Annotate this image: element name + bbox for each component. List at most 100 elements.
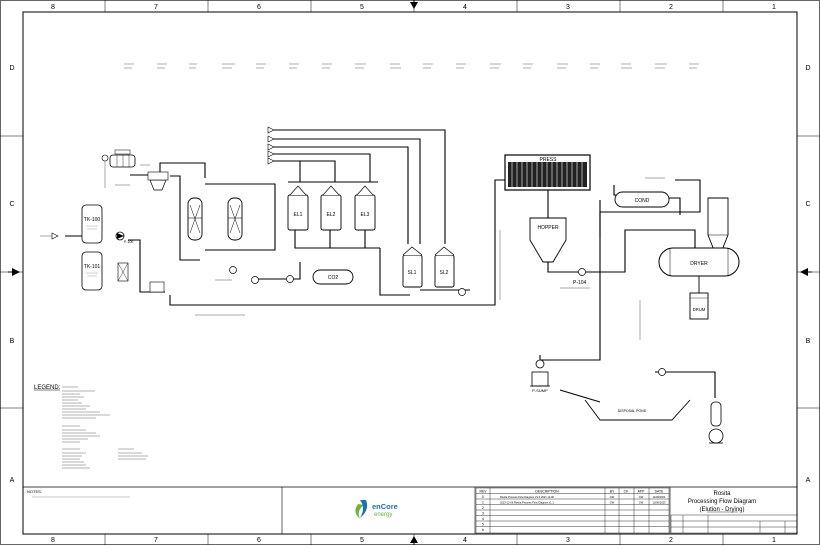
zone-label: 2	[669, 537, 673, 544]
tk-101-tank: TK-101	[81, 251, 103, 291]
cond-label: COND	[635, 198, 650, 204]
zone-label: 8	[51, 4, 55, 11]
el1-label: EL1	[294, 212, 303, 218]
vacuum-pump	[708, 401, 724, 444]
condenser: COND	[614, 191, 670, 208]
zone-label: D	[9, 65, 14, 72]
right-zone-labels: D C B A	[805, 65, 810, 484]
zone-label: 2	[669, 4, 673, 11]
zone-label: 8	[51, 537, 55, 544]
p-sump-label: P-SUMP	[532, 388, 548, 393]
revision-table	[475, 487, 670, 534]
hopper: HOPPER	[529, 217, 567, 263]
el3-column: EL3	[354, 185, 376, 231]
dryer: DRYER	[658, 247, 740, 293]
co2-label: CO2	[328, 275, 339, 281]
rev-number: 0	[482, 495, 484, 499]
rev-header-cell: CK	[624, 490, 629, 494]
rev-header-cell: APP	[638, 490, 646, 494]
rev-number: 4	[482, 517, 484, 521]
rev-by: GW	[610, 501, 615, 505]
rev-date: 11/06/2021	[653, 495, 666, 499]
p-sump: P-SUMP	[530, 359, 550, 393]
boiler-unit	[101, 149, 136, 168]
rev-app: GW	[639, 501, 644, 505]
tk-100-label: TK-100	[84, 217, 101, 223]
p-104-label: P-104	[573, 280, 587, 286]
el3-label: EL3	[361, 212, 370, 218]
drawing-title: Processing Flow Diagram	[688, 499, 756, 505]
encore-logo: enCore energy	[355, 500, 398, 519]
el2-column: EL2	[320, 185, 342, 231]
zone-label: C	[805, 201, 810, 208]
dryer-label: DRYER	[690, 261, 708, 267]
tk-100-tank: TK-100	[81, 204, 103, 244]
zone-label: C	[9, 201, 14, 208]
zone-label: 1	[772, 4, 776, 11]
zone-label: 3	[566, 4, 570, 11]
sl1-tank: SL1	[402, 246, 423, 288]
rev-app: GW	[639, 495, 644, 499]
zone-label: 3	[566, 537, 570, 544]
zone-label: 6	[257, 537, 261, 544]
revision-rows: 0 Rosita Process Flow Diagram V1.0.2021 …	[482, 495, 666, 532]
rev-number: 5	[482, 523, 484, 527]
zone-label: 5	[360, 4, 364, 11]
p-100-pump: P-100	[115, 231, 133, 244]
p-100-label: P-100	[124, 240, 133, 244]
rev-description: 2023-12-06 Rosita Process Flow Diagram v…	[500, 501, 554, 505]
legend-title: LEGEND:	[34, 385, 61, 391]
legend: LEGEND:	[34, 385, 148, 469]
rev-header-cell: DATE	[655, 490, 665, 494]
utility-lines	[40, 155, 665, 340]
table-row: 1 2023-12-06 Rosita Process Flow Diagram…	[482, 501, 666, 505]
press-label: PRESS	[540, 157, 558, 163]
el2-label: EL2	[327, 212, 336, 218]
zone-label: 4	[463, 537, 467, 544]
drawing-subtitle: (Elution - Drying)	[699, 507, 744, 513]
rev-header-cell: DESCRIPTION	[535, 490, 559, 494]
ion-exchange-vessel-left	[187, 197, 203, 241]
co2-tank: CO2	[312, 269, 354, 285]
revision-header: REV DESCRIPTION BY CK APP DATE	[480, 490, 665, 494]
zone-label: B	[806, 338, 811, 345]
header-arrows	[51, 126, 275, 240]
company-name: enCore	[372, 502, 398, 511]
rev-header-cell: REV	[480, 490, 488, 494]
zone-label: 1	[772, 537, 776, 544]
sl2-tank: SL2	[434, 246, 455, 288]
rev-number: 2	[482, 506, 484, 510]
notes-header: NOTES:	[27, 489, 42, 494]
left-zone-labels: D C B A	[9, 65, 14, 484]
rev-date: 12/06/2023	[653, 501, 667, 505]
sl2-label: SL2	[440, 270, 449, 276]
drum-label: DRUM	[693, 307, 706, 312]
rev-header-cell: BY	[610, 490, 615, 494]
strainer-unit	[117, 262, 165, 293]
top-zone-labels: 8 7 6 5 4 3 2 1	[51, 4, 776, 11]
project-title-block: Rosita Processing Flow Diagram (Elution …	[688, 491, 756, 513]
process-piping	[65, 129, 716, 403]
zone-label: 6	[257, 4, 261, 11]
zone-label: 7	[154, 4, 158, 11]
drum: DRUM	[689, 292, 709, 320]
zone-label: A	[806, 477, 811, 484]
tk-101-label: TK-101	[84, 264, 101, 270]
sl1-label: SL1	[408, 270, 417, 276]
zone-label: 7	[154, 537, 158, 544]
rev-by: GW	[610, 495, 615, 499]
zone-label: 4	[463, 4, 467, 11]
company-sub: energy	[374, 512, 392, 518]
table-row: 0 Rosita Process Flow Diagram V1.0.2021 …	[482, 495, 666, 499]
zone-label: B	[10, 338, 15, 345]
disposal-pond: DISPOSAL POND	[584, 399, 691, 421]
stream-tag-row	[124, 63, 699, 69]
rev-description: Rosita Process Flow Diagram V1.0.2021 11…	[500, 495, 554, 499]
rev-number: 3	[482, 512, 484, 516]
rev-number: 6	[482, 528, 484, 532]
title-strip: NOTES:	[23, 486, 797, 534]
disposal-pond-label: DISPOSAL POND	[618, 409, 647, 413]
zone-label: A	[10, 477, 15, 484]
